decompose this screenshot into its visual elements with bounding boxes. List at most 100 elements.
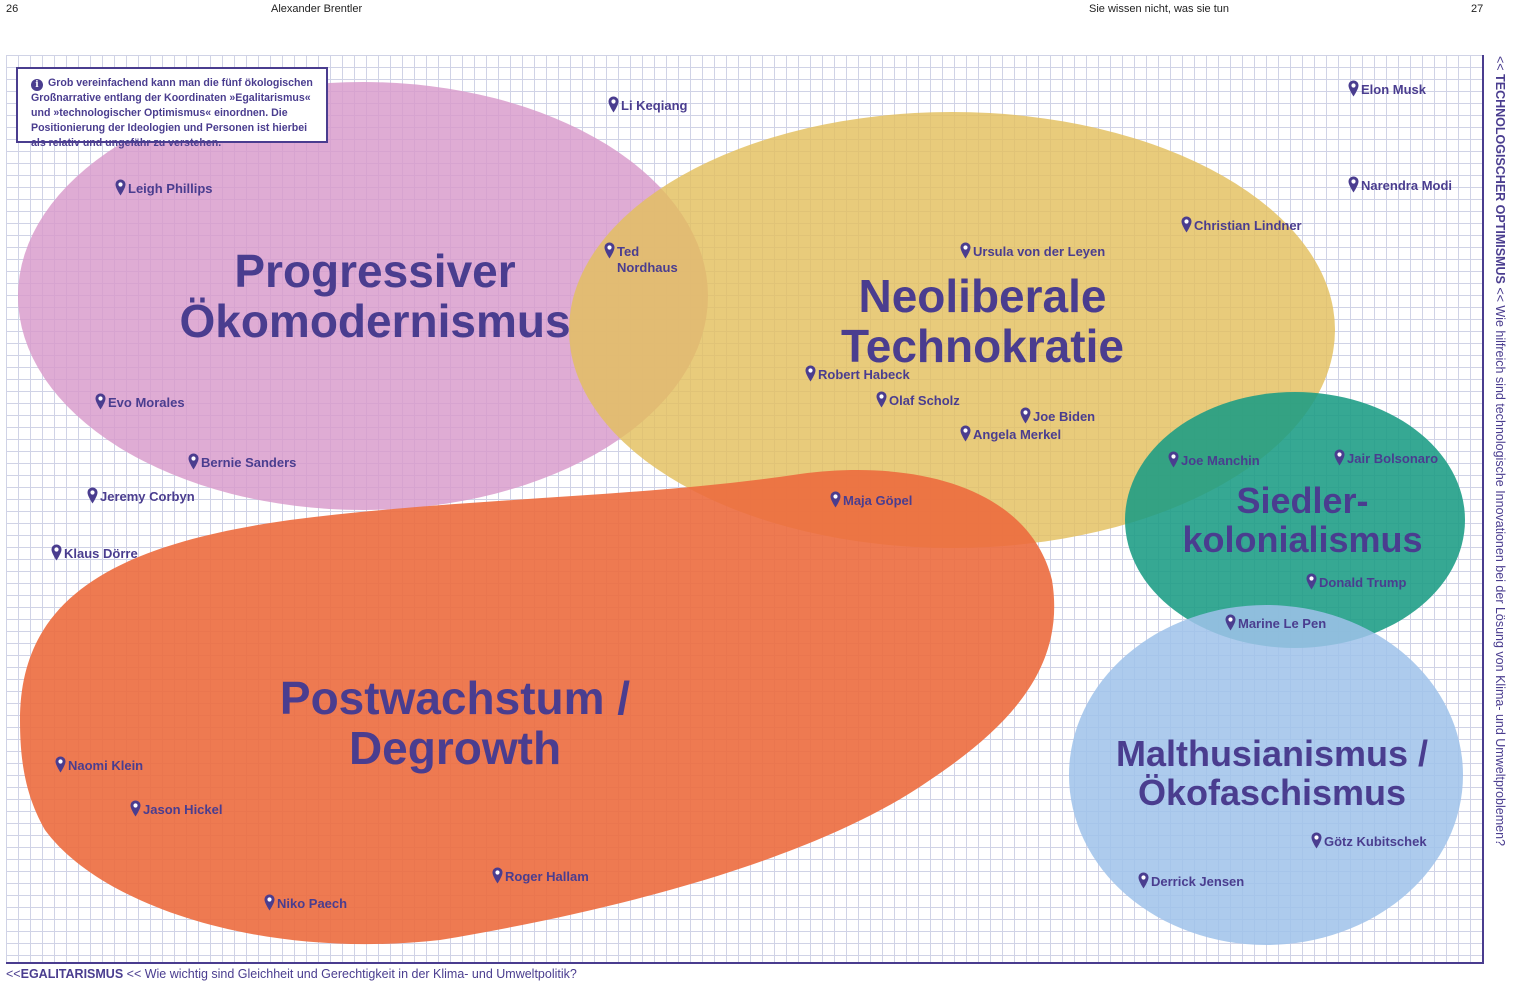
person-pin: Niko Paech bbox=[264, 894, 348, 912]
person-name: Bernie Sanders bbox=[201, 455, 297, 470]
person-name: Niko Paech bbox=[277, 896, 348, 911]
person-pin: Derrick Jensen bbox=[1138, 872, 1245, 890]
map-pin-icon bbox=[604, 242, 615, 259]
person-name: Jason Hickel bbox=[143, 802, 223, 817]
map-pin-icon bbox=[55, 756, 66, 773]
right-page-number: 27 bbox=[1471, 3, 1484, 15]
person-name: Naomi Klein bbox=[68, 758, 144, 773]
map-pin-icon bbox=[805, 365, 816, 382]
person-pin: Evo Morales bbox=[95, 393, 185, 411]
person-name: Jeremy Corbyn bbox=[100, 489, 195, 504]
map-pin-icon bbox=[492, 867, 503, 884]
map-pin-icon bbox=[1181, 216, 1192, 233]
map-pin-icon bbox=[1020, 407, 1031, 424]
person-pin: Olaf Scholz bbox=[876, 391, 960, 409]
person-pin: Narendra Modi bbox=[1348, 176, 1453, 194]
x-axis-arrow: << bbox=[6, 967, 21, 981]
person-pin: Li Keqiang bbox=[608, 96, 688, 114]
map-pin-icon bbox=[876, 391, 887, 408]
person-pin: Joe Manchin bbox=[1168, 451, 1260, 469]
info-box-text: Grob vereinfachend kann man die fünf öko… bbox=[31, 77, 313, 149]
person-pin: Christian Lindner bbox=[1181, 216, 1302, 234]
person-pin: Jeremy Corbyn bbox=[87, 487, 195, 505]
person-name: Christian Lindner bbox=[1194, 218, 1302, 233]
progressive-ecomodernism-blob bbox=[18, 82, 708, 510]
person-name: Maja Göpel bbox=[843, 493, 913, 508]
map-pin-icon bbox=[1138, 872, 1149, 889]
person-name: Olaf Scholz bbox=[889, 393, 960, 408]
x-axis-label: <<EGALITARISMUS << Wie wichtig sind Glei… bbox=[6, 967, 577, 981]
person-pin: Robert Habeck bbox=[805, 365, 910, 383]
person-name: Roger Hallam bbox=[505, 869, 589, 884]
person-name: Elon Musk bbox=[1361, 82, 1427, 97]
map-pin-icon bbox=[130, 800, 141, 817]
person-pin: Donald Trump bbox=[1306, 573, 1407, 591]
map-pin-icon bbox=[1334, 449, 1345, 466]
x-axis-title: EGALITARISMUS bbox=[20, 967, 124, 981]
person-pin: Elon Musk bbox=[1348, 80, 1427, 98]
info-icon: i bbox=[31, 79, 43, 91]
person-name: Ursula von der Leyen bbox=[973, 244, 1106, 259]
map-pin-icon bbox=[1225, 614, 1236, 631]
person-name: Evo Morales bbox=[108, 395, 185, 410]
map-pin-icon bbox=[51, 544, 62, 561]
neoliberal-technocracy-label: Neoliberale Technokratie bbox=[841, 270, 1124, 372]
person-name: Li Keqiang bbox=[621, 98, 688, 113]
person-pin: Bernie Sanders bbox=[188, 453, 297, 471]
y-axis-arrow: << bbox=[1493, 56, 1507, 71]
malthusianism-ecofascism-label: Malthusianismus / Ökofaschismus bbox=[1115, 733, 1429, 813]
x-axis-question: << Wie wichtig sind Gleichheit und Gerec… bbox=[126, 967, 577, 981]
person-name: Donald Trump bbox=[1319, 575, 1407, 590]
map-pin-icon bbox=[1348, 80, 1359, 97]
settler-colonialism-blob bbox=[1125, 392, 1465, 648]
person-pin: Ted Nordhaus bbox=[604, 242, 678, 276]
person-pin: Jair Bolsonaro bbox=[1334, 449, 1438, 467]
person-name: Narendra Modi bbox=[1361, 178, 1453, 193]
map-pin-icon bbox=[608, 96, 619, 113]
map-pin-icon bbox=[960, 242, 971, 259]
person-name: Klaus Dörre bbox=[64, 546, 138, 561]
map-pin-icon bbox=[1311, 832, 1322, 849]
y-axis-title: TECHNOLOGISCHER OPTIMISMUS bbox=[1493, 74, 1507, 284]
person-pin: Jason Hickel bbox=[130, 800, 223, 818]
person-pin: Leigh Phillips bbox=[115, 179, 213, 197]
map-pin-icon bbox=[264, 894, 275, 911]
region-blobs bbox=[18, 82, 1465, 945]
person-pin: Naomi Klein bbox=[55, 756, 144, 774]
person-pin: Joe Biden bbox=[1020, 407, 1096, 425]
y-axis-label: << TECHNOLOGISCHER OPTIMISMUS << Wie hil… bbox=[1493, 56, 1507, 846]
malthusianism-ecofascism-blob bbox=[1069, 605, 1463, 945]
person-pin: Klaus Dörre bbox=[51, 544, 138, 562]
person-name: Ted Nordhaus bbox=[617, 244, 678, 275]
map-pin-icon bbox=[1348, 176, 1359, 193]
person-pin: Ursula von der Leyen bbox=[960, 242, 1106, 260]
person-name: Angela Merkel bbox=[973, 427, 1062, 442]
map-pin-icon bbox=[95, 393, 106, 410]
degrowth-blob bbox=[20, 470, 1055, 945]
map-pin-icon bbox=[960, 425, 971, 442]
person-name: Derrick Jensen bbox=[1151, 874, 1245, 889]
page-header: 26 Alexander Brentler Sie wissen nicht, … bbox=[0, 0, 1520, 20]
left-running-head: Alexander Brentler bbox=[271, 3, 363, 15]
person-name: Joe Manchin bbox=[1181, 453, 1260, 468]
person-name: Joe Biden bbox=[1033, 409, 1096, 424]
left-page-number: 26 bbox=[6, 3, 19, 15]
settler-colonialism-label: Siedler- kolonialismus bbox=[1182, 480, 1423, 560]
person-pin: Angela Merkel bbox=[960, 425, 1062, 443]
person-pin: Roger Hallam bbox=[492, 867, 589, 885]
right-running-head: Sie wissen nicht, was sie tun bbox=[1089, 3, 1230, 15]
person-pin: Götz Kubitschek bbox=[1311, 832, 1427, 850]
person-name: Götz Kubitschek bbox=[1324, 834, 1427, 849]
person-name: Marine Le Pen bbox=[1238, 616, 1327, 631]
map-pin-icon bbox=[830, 491, 841, 508]
person-name: Robert Habeck bbox=[818, 367, 910, 382]
degrowth-label: Postwachstum / Degrowth bbox=[279, 672, 631, 774]
progressive-ecomodernism-label: Progressiver Ökomodernismus bbox=[179, 245, 571, 347]
map-pin-icon bbox=[115, 179, 126, 196]
map-pin-icon bbox=[188, 453, 199, 470]
map-pin-icon bbox=[1168, 451, 1179, 468]
person-pin: Marine Le Pen bbox=[1225, 614, 1327, 632]
diagram-grid bbox=[6, 55, 1484, 964]
person-name: Leigh Phillips bbox=[128, 181, 213, 196]
